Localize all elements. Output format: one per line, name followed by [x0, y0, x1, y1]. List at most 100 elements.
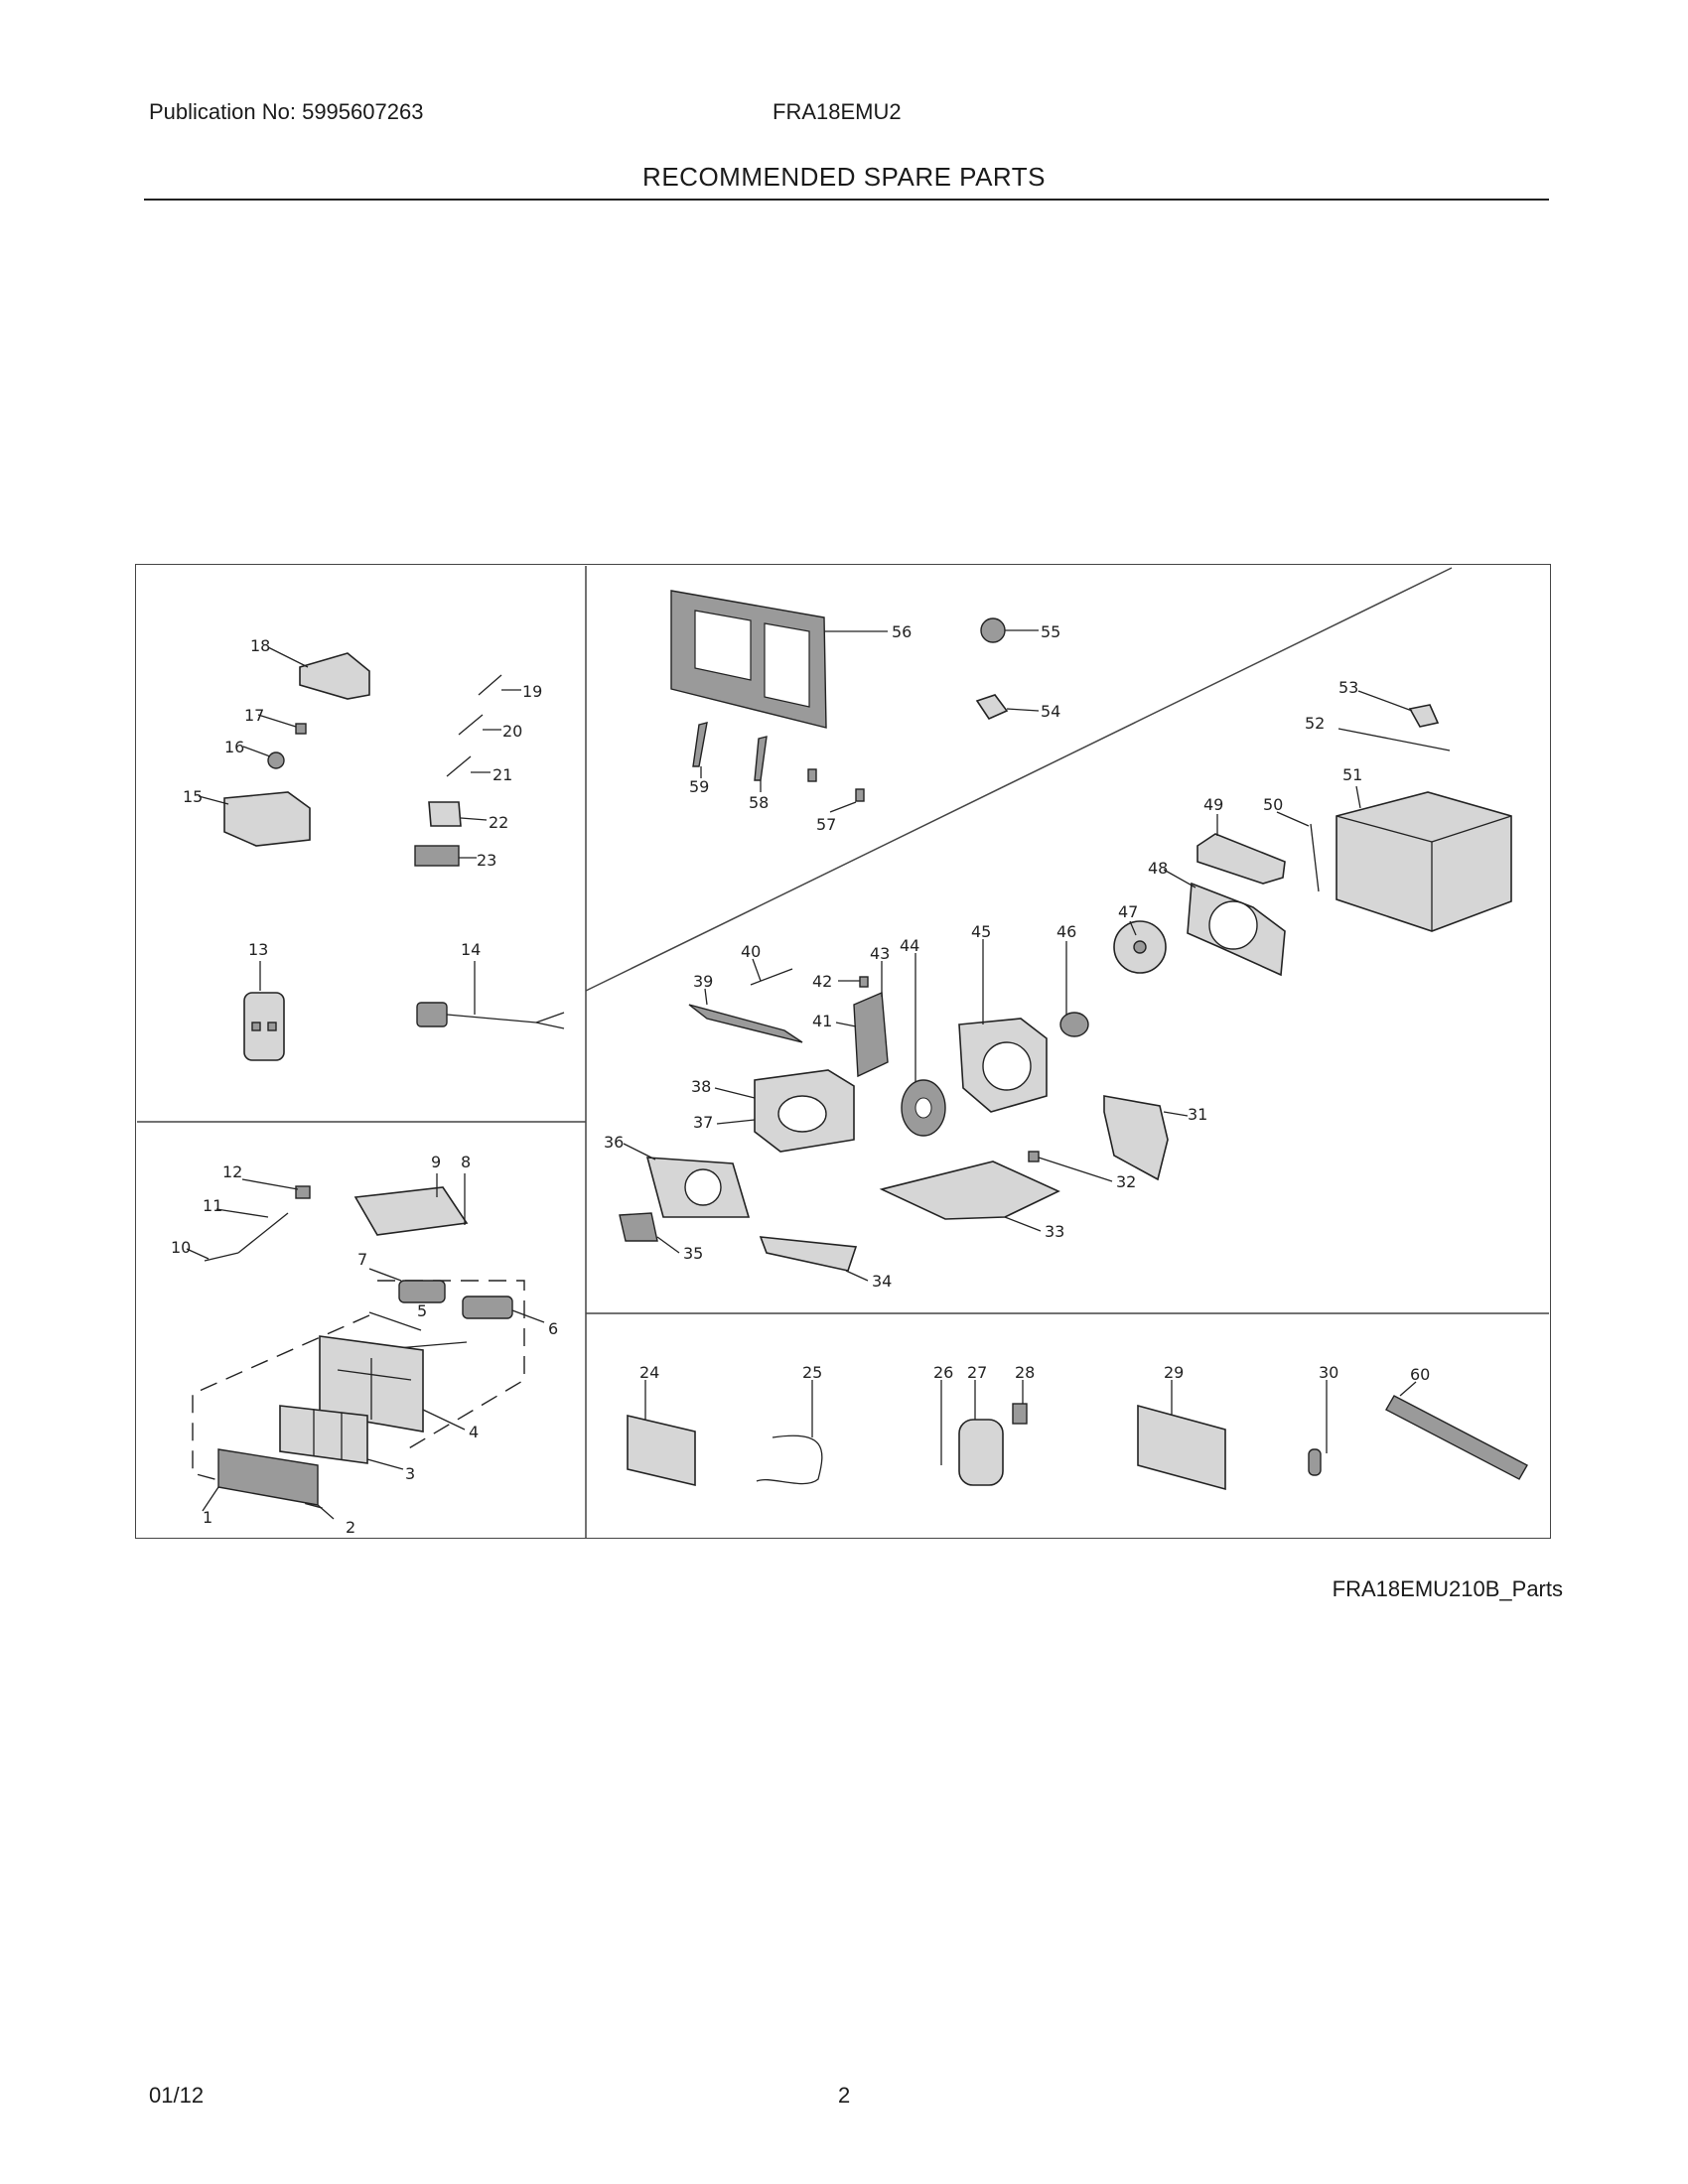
callout-10: 10 — [171, 1238, 191, 1257]
part-33-base-pan — [879, 1160, 1060, 1232]
part-24-evaporator — [627, 1380, 696, 1487]
callout-19: 19 — [522, 682, 542, 701]
callout-35: 35 — [683, 1244, 703, 1263]
callout-60: 60 — [1410, 1365, 1430, 1384]
part-6-vane — [462, 1296, 545, 1323]
callout-52: 52 — [1305, 714, 1325, 733]
parts-57-59-brackets — [692, 722, 865, 813]
part-29-condenser — [1137, 1380, 1226, 1491]
part-11-wire — [215, 1208, 289, 1254]
page-number: 2 — [838, 2083, 851, 2108]
part-23-switch — [414, 845, 477, 867]
callout-1: 1 — [203, 1508, 212, 1527]
part-55-fitting — [980, 617, 1039, 643]
callout-57: 57 — [816, 815, 836, 834]
callout-30: 30 — [1319, 1363, 1338, 1382]
part-44-blower-wheel — [901, 953, 946, 1137]
callout-56: 56 — [892, 622, 912, 641]
part-53-clip — [1357, 690, 1440, 728]
part-12-clip — [241, 1178, 311, 1199]
part-50-strip — [1276, 811, 1320, 892]
part-18-cover — [267, 646, 370, 700]
part-5-louvre — [368, 1311, 468, 1349]
part-32-screw — [1028, 1151, 1113, 1182]
callout-49: 49 — [1203, 795, 1223, 814]
part-17-clip — [257, 714, 307, 735]
publication-number: Publication No: 5995607263 — [149, 99, 424, 124]
callout-13: 13 — [248, 940, 268, 959]
page-title: RECOMMENDED SPARE PARTS — [642, 162, 1046, 192]
part-30-capillary — [1308, 1380, 1328, 1476]
parts-8-9-panel — [353, 1173, 469, 1236]
callout-40: 40 — [741, 942, 761, 961]
callout-20: 20 — [502, 722, 522, 741]
parts-26-28-compressor — [940, 1380, 1028, 1486]
callout-34: 34 — [872, 1272, 892, 1291]
part-45-housing — [958, 939, 1048, 1113]
callout-15: 15 — [183, 787, 203, 806]
callout-5: 5 — [417, 1301, 427, 1320]
part-52-rod — [1337, 728, 1451, 751]
callout-4: 4 — [469, 1423, 479, 1441]
callout-31: 31 — [1188, 1105, 1207, 1124]
callout-27: 27 — [967, 1363, 987, 1382]
part-3-filter — [279, 1405, 404, 1470]
callout-36: 36 — [604, 1133, 624, 1152]
callout-33: 33 — [1045, 1222, 1064, 1241]
callout-7: 7 — [357, 1250, 367, 1269]
part-4-front-panel — [319, 1335, 466, 1433]
callout-43: 43 — [870, 944, 890, 963]
callout-42: 42 — [812, 972, 832, 991]
part-31-bracket — [1103, 1095, 1189, 1181]
part-60-heater — [1385, 1381, 1528, 1480]
callout-41: 41 — [812, 1012, 832, 1030]
callout-37: 37 — [693, 1113, 713, 1132]
callout-55: 55 — [1041, 622, 1060, 641]
part-35-drain — [619, 1212, 680, 1254]
footer-date: 01/12 — [149, 2083, 205, 2108]
callout-29: 29 — [1164, 1363, 1184, 1382]
diagram-frame — [135, 564, 1551, 1539]
callout-46: 46 — [1056, 922, 1076, 941]
part-56-panel-frame — [670, 590, 888, 729]
callout-labels: 1 2 3 4 5 6 7 8 9 10 11 12 13 14 15 16 1… — [171, 622, 1430, 1537]
callout-50: 50 — [1263, 795, 1283, 814]
part-25-sensor-tube — [756, 1380, 823, 1485]
part-48-shroud — [1163, 869, 1286, 977]
part-36-orifice — [623, 1143, 751, 1218]
callout-23: 23 — [477, 851, 496, 870]
callout-32: 32 — [1116, 1172, 1136, 1191]
callout-8: 8 — [461, 1153, 471, 1171]
part-51-cabinet — [1336, 785, 1512, 932]
callout-11: 11 — [203, 1196, 222, 1215]
part-40-rod — [750, 958, 793, 986]
model-number: FRA18EMU2 — [773, 99, 902, 124]
callout-2: 2 — [346, 1518, 355, 1537]
parts-19-21-screws — [446, 674, 521, 777]
callout-25: 25 — [802, 1363, 822, 1382]
callout-21: 21 — [492, 765, 512, 784]
callout-47: 47 — [1118, 902, 1138, 921]
callout-16: 16 — [224, 738, 244, 756]
callout-28: 28 — [1015, 1363, 1035, 1382]
callout-59: 59 — [689, 777, 709, 796]
part-54-bracket — [975, 694, 1040, 721]
part-46-motor — [1059, 941, 1089, 1037]
callout-12: 12 — [222, 1162, 242, 1181]
part-22-board — [428, 801, 488, 827]
title-rule — [144, 199, 1549, 201]
callout-48: 48 — [1148, 859, 1168, 878]
callout-24: 24 — [639, 1363, 659, 1382]
callout-9: 9 — [431, 1153, 441, 1171]
part-38-37-scroll — [714, 1069, 855, 1153]
part-10-sensor — [186, 1248, 239, 1262]
part-16-knob — [242, 746, 285, 769]
part-14-power-cord — [416, 961, 565, 1029]
callout-6: 6 — [548, 1319, 558, 1338]
callout-45: 45 — [971, 922, 991, 941]
callout-51: 51 — [1342, 765, 1362, 784]
callout-18: 18 — [250, 636, 270, 655]
parts-41-43-brackets — [835, 961, 889, 1078]
callout-53: 53 — [1338, 678, 1358, 697]
